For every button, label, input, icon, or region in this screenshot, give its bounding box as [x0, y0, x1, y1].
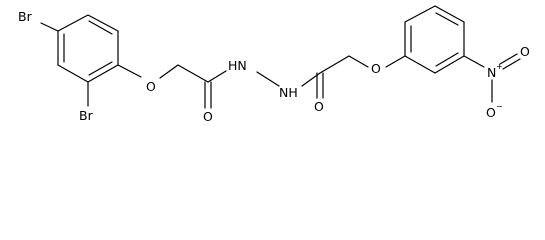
atom-o-ether-left: O [146, 79, 156, 94]
bond-co-ch2-right [319, 55, 350, 74]
bond-ring2-3 [434, 5, 465, 23]
bond-nh-nh [256, 71, 280, 87]
bond-ring1-2 [87, 14, 119, 32]
bond-o-ch2-left [159, 64, 179, 79]
bond-ring1-1 [57, 14, 89, 32]
atom-labels: Br Br O O HN NH O O N + O O − [18, 9, 530, 124]
bond-ring2-5-inner [435, 52, 459, 67]
bond-ring2-n [463, 55, 485, 68]
bond-ring2-3-inner [435, 12, 459, 26]
atom-o-carbonyl-right: O [314, 99, 324, 114]
atom-br-top: Br [18, 9, 33, 24]
atom-o-carbonyl-left: O [203, 109, 213, 124]
atom-o-nitro-charge: − [496, 102, 503, 111]
bond-ring1-4 [87, 64, 119, 83]
bond-ring1-2-inner [88, 20, 113, 35]
atom-o-nitro-bottom: O [486, 105, 496, 120]
bond-br-top [40, 22, 59, 32]
atom-br-bottom: Br [79, 108, 94, 123]
atom-nh-lower: NH [279, 85, 298, 100]
bond-co-nh-upper [207, 70, 227, 83]
bond-ch2-co-left [177, 64, 209, 83]
bond-ring1-4-inner [88, 61, 113, 76]
atom-nh-upper: HN [228, 58, 247, 73]
bond-n-o-top-a [499, 53, 518, 65]
bonds [40, 5, 521, 109]
atom-n-nitro-charge: + [496, 62, 503, 71]
chemical-structure: Br Br O O HN NH O O N + O O − [18, 5, 530, 124]
atom-o-nitro-top: O [520, 44, 530, 59]
bond-ring2-6 [404, 55, 436, 74]
bond-n-o-top-b [502, 58, 521, 70]
bond-o-ring2 [385, 55, 406, 68]
bond-ch2-o-right [348, 55, 369, 68]
bond-ring1-o [117, 64, 142, 78]
atom-n-nitro: N [487, 65, 496, 80]
bond-ring2-5 [434, 55, 465, 74]
bond-ring2-2 [404, 5, 436, 23]
atom-o-ether-right: O [371, 61, 381, 76]
bond-ring1-5 [57, 64, 89, 83]
